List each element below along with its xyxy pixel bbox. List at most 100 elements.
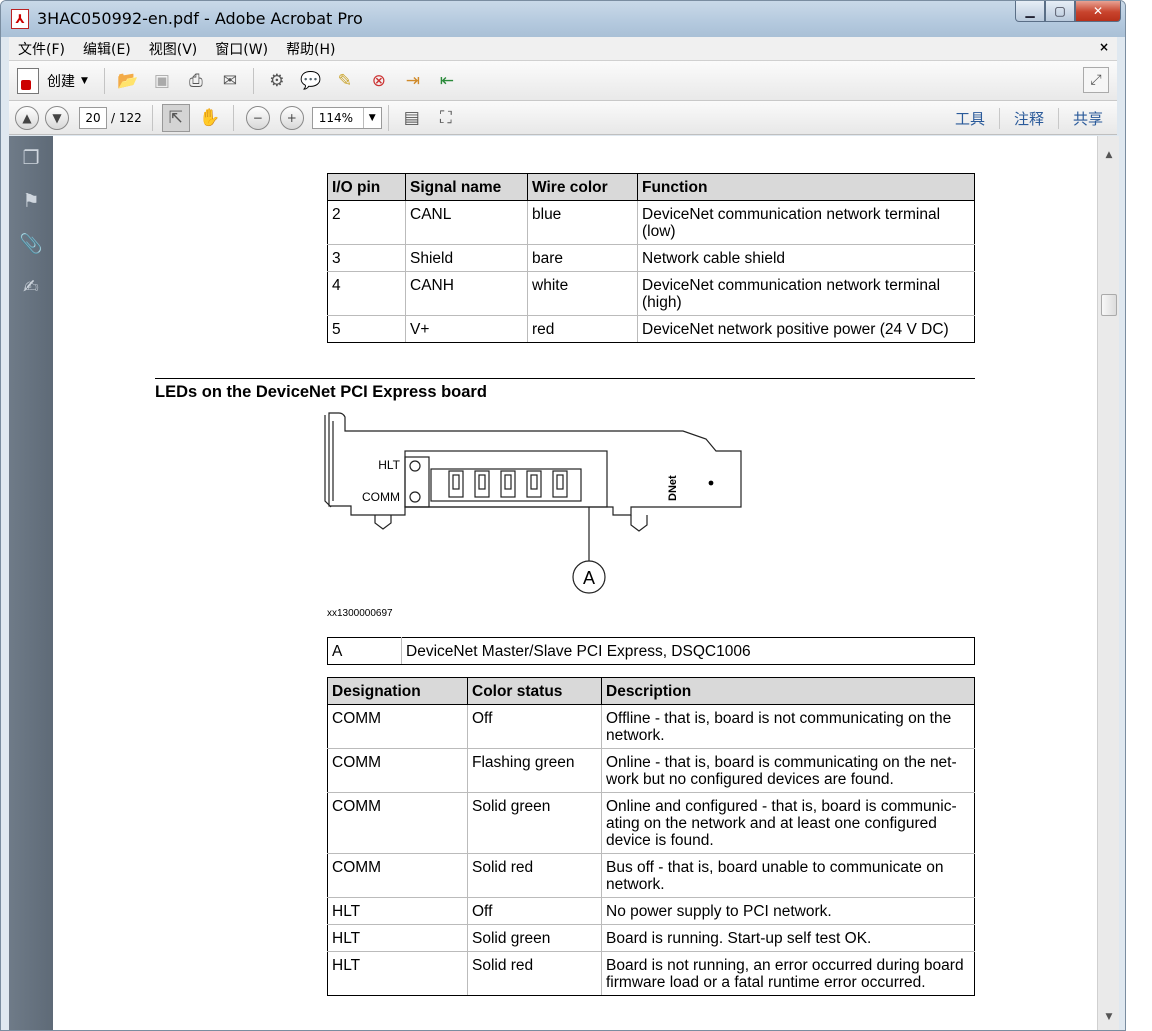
signatures-button[interactable]: ✍ <box>9 265 53 308</box>
zoom-in-button[interactable]: + <box>279 105 304 130</box>
zoom-out-button[interactable]: − <box>245 105 270 130</box>
save-icon: ▣ <box>153 70 170 91</box>
tools-link[interactable]: 工具 <box>954 109 985 128</box>
comment-button[interactable]: 💬 <box>297 67 325 95</box>
pdf-app-icon: ⅄ <box>11 9 29 29</box>
table-cell: Offline - that is, board is not communic… <box>601 704 975 749</box>
toolbar-separator <box>103 67 105 94</box>
paperclip-icon: 📎 <box>19 233 43 255</box>
expand-button[interactable]: ⤢ <box>1083 67 1109 93</box>
close-icon: ✕ <box>1092 4 1104 18</box>
table-cell: blue <box>527 200 638 245</box>
table-header-cell: Color status <box>467 677 602 705</box>
zoom-select[interactable]: 114% ▼ <box>311 106 382 129</box>
table-row: 2 CANL blue DeviceNet communication netw… <box>327 200 975 245</box>
section-heading: LEDs on the DeviceNet PCI Express board <box>155 383 487 401</box>
comment-link[interactable]: 注释 <box>998 107 1058 129</box>
table-header-cell: Designation <box>327 677 468 705</box>
table-cell: CANL <box>405 200 528 245</box>
bookmarks-button[interactable]: ⚑ <box>9 179 53 222</box>
select-tool-button[interactable]: ⇱ <box>161 103 190 132</box>
open-button[interactable]: 📂 <box>114 67 142 95</box>
fit-width-button[interactable]: ⛶ <box>432 104 460 132</box>
close-button[interactable]: ✕ <box>1075 1 1121 22</box>
chevron-down-icon[interactable]: ▼ <box>362 107 381 128</box>
previous-page-button[interactable]: ▲ <box>15 105 39 130</box>
table-cell: HLT <box>327 951 468 996</box>
document-page[interactable]: I/O pin Signal name Wire color Function … <box>53 136 1097 1030</box>
open-icon: 📂 <box>117 70 139 91</box>
menu-view[interactable]: 视图(V) <box>148 41 198 58</box>
page-number-input[interactable]: 20 <box>79 106 107 129</box>
table-cell: COMM <box>327 748 468 793</box>
table-cell: 2 <box>327 200 406 245</box>
page-total: / 122 <box>111 110 142 125</box>
comm-led-label: COMM <box>362 490 400 504</box>
email-button[interactable]: ✉ <box>216 67 244 95</box>
table-row: COMM Solid red Bus off - that is, board … <box>327 853 975 898</box>
table-cell: DeviceNet Master/Slave PCI Express, DSQC… <box>401 637 975 665</box>
document-close-button[interactable]: × <box>1098 40 1109 54</box>
menu-window[interactable]: 窗口(W) <box>215 41 269 58</box>
signature-icon: ✍ <box>23 275 39 298</box>
export-icon: ⇥ <box>405 70 421 91</box>
table-row: A DeviceNet Master/Slave PCI Express, DS… <box>327 637 975 665</box>
acrobat-window: ⅄ 3HAC050992-en.pdf - Adobe Acrobat Pro … <box>0 0 1126 1031</box>
table-cell: DeviceNet network positive power (24 V D… <box>637 315 975 343</box>
legend-table: A DeviceNet Master/Slave PCI Express, DS… <box>327 637 975 665</box>
delete-button[interactable]: ⊗ <box>365 67 393 95</box>
import-icon: ⇤ <box>439 70 455 91</box>
table-cell: Flashing green <box>467 748 602 793</box>
menu-bar: 文件(F) 编辑(E) 视图(V) 窗口(W) 帮助(H) × <box>9 37 1117 61</box>
table-cell: Solid red <box>467 951 602 996</box>
table-cell: Shield <box>405 244 528 272</box>
email-icon: ✉ <box>222 70 238 91</box>
maximize-icon: ▢ <box>1054 4 1066 18</box>
zoom-value: 114% <box>318 110 354 125</box>
scroll-up-icon[interactable]: ▲ <box>1105 150 1113 160</box>
highlight-button[interactable]: ✎ <box>331 67 359 95</box>
fit-page-button[interactable]: ▤ <box>398 104 426 132</box>
next-page-button[interactable]: ▼ <box>45 105 69 130</box>
hand-tool-button[interactable]: ✋ <box>196 104 224 132</box>
print-button[interactable]: ⎙ <box>182 67 210 95</box>
pages-icon: ❐ <box>22 146 40 169</box>
window-title: 3HAC050992-en.pdf - Adobe Acrobat Pro <box>37 9 363 28</box>
table-cell: Off <box>467 704 602 749</box>
mounting-dot <box>708 480 714 486</box>
dnet-label: DNet <box>667 475 679 501</box>
table-header-cell: Description <box>601 677 975 705</box>
table-cell: HLT <box>327 924 468 952</box>
attachments-button[interactable]: 📎 <box>9 222 53 265</box>
table-cell: 5 <box>327 315 406 343</box>
title-bar[interactable]: ⅄ 3HAC050992-en.pdf - Adobe Acrobat Pro … <box>1 1 1125 37</box>
pin-table: I/O pin Signal name Wire color Function … <box>327 173 975 343</box>
scroll-down-icon[interactable]: ▼ <box>1105 1012 1113 1022</box>
export-button[interactable]: ⇥ <box>399 67 427 95</box>
menu-edit[interactable]: 编辑(E) <box>82 41 131 58</box>
share-link[interactable]: 共享 <box>1057 107 1117 129</box>
settings-button[interactable]: ⚙ <box>263 67 291 95</box>
maximize-button[interactable]: ▢ <box>1045 1 1075 22</box>
table-cell: DeviceNet communication network terminal… <box>637 271 975 316</box>
pages-button[interactable]: ❐ <box>9 136 53 179</box>
figure-reference: xx1300000697 <box>327 608 393 619</box>
table-header-row: Designation Color status Description <box>327 677 975 705</box>
import-button[interactable]: ⇤ <box>433 67 461 95</box>
table-cell: COMM <box>327 704 468 749</box>
main-toolbar: 创建 ▼ 📂 ▣ ⎙ ✉ ⚙ 💬 ✎ ⊗ ⇥ ⇤ ⤢ <box>9 61 1117 101</box>
save-button[interactable]: ▣ <box>148 67 176 95</box>
vertical-scrollbar[interactable]: ▲ ▼ <box>1097 136 1119 1030</box>
delete-icon: ⊗ <box>371 70 387 91</box>
table-row: 5 V+ red DeviceNet network positive powe… <box>327 315 975 343</box>
menu-file[interactable]: 文件(F) <box>18 41 65 58</box>
minus-icon: − <box>252 110 263 125</box>
menu-help[interactable]: 帮助(H) <box>286 41 336 58</box>
table-header-cell: Wire color <box>527 173 638 201</box>
table-row: 4 CANH white DeviceNet communication net… <box>327 271 975 316</box>
comment-icon: 💬 <box>300 70 322 91</box>
minimize-button[interactable]: ▁ <box>1015 1 1045 22</box>
create-button[interactable]: 创建 ▼ <box>17 67 88 94</box>
scrollbar-thumb[interactable] <box>1101 294 1117 316</box>
table-cell: Bus off - that is, board unable to commu… <box>601 853 975 898</box>
